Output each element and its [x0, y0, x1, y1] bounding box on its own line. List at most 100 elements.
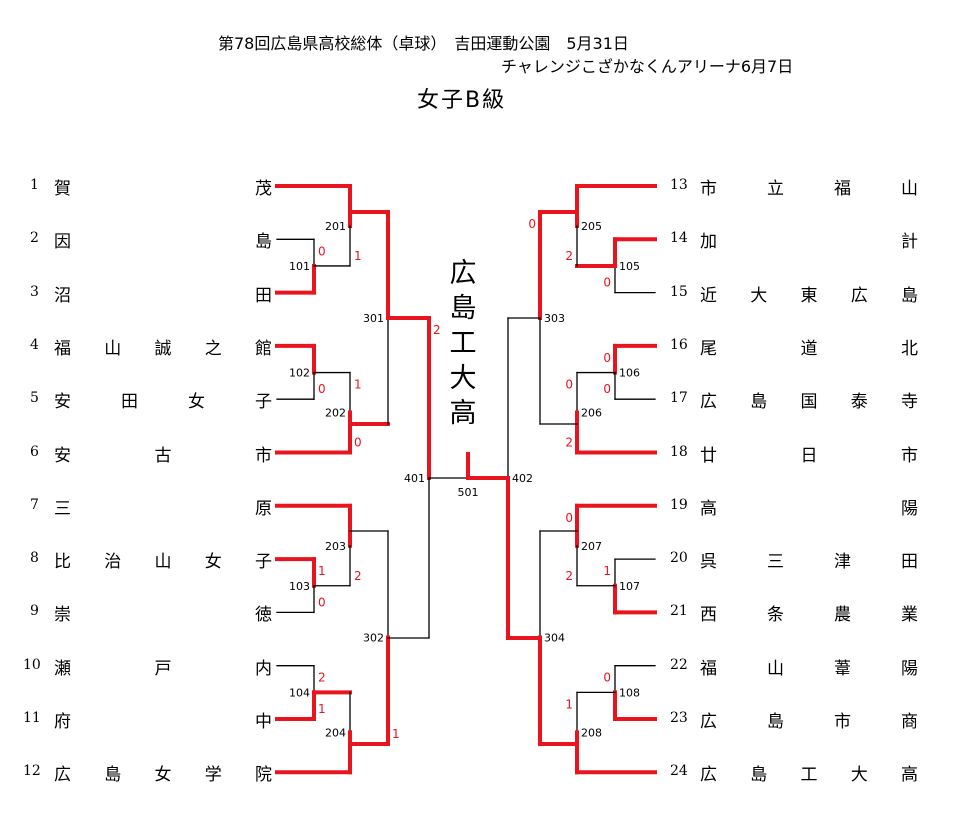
seed-number: 21: [670, 603, 688, 620]
team-name: 安古市: [54, 445, 272, 466]
seed-number: 24: [670, 763, 688, 780]
champion-label: 広島工大高: [449, 258, 477, 429]
team-name: 広島女学院: [54, 765, 272, 786]
match-number-301: 301: [363, 312, 384, 325]
team-name: 高陽: [700, 498, 918, 519]
match-number-304: 304: [544, 632, 565, 645]
team-name: 三原: [54, 498, 272, 519]
seed-number: 11: [23, 710, 41, 726]
match-number-208: 208: [581, 726, 602, 739]
seed-number: 18: [670, 443, 688, 460]
seed-number: 20: [670, 550, 688, 567]
match-number-203: 203: [325, 540, 346, 553]
match-number-207: 207: [581, 540, 602, 553]
match-number-501: 501: [458, 486, 479, 499]
seed-number: 16: [670, 336, 688, 353]
score-bottom-206: 2: [565, 436, 573, 450]
seed-number: 8: [30, 550, 39, 567]
score-top-202: 1: [354, 378, 362, 392]
score-bottom-202: 0: [354, 436, 362, 450]
team-name: 西条農業: [700, 605, 918, 626]
score-top-104: 2: [318, 671, 326, 685]
score-top-108: 0: [603, 671, 611, 685]
match-number-302: 302: [363, 632, 384, 645]
match-number-104: 104: [289, 686, 310, 699]
score-bottom-302: 1: [392, 727, 400, 741]
team-name: 瀬戸内: [54, 658, 272, 679]
seed-number: 14: [670, 230, 688, 247]
seed-number: 7: [30, 496, 39, 513]
team-name: 府中: [54, 712, 272, 732]
match-number-205: 205: [581, 220, 602, 233]
match-number-101: 101: [289, 260, 310, 273]
team-name: 福山誠之館: [54, 338, 272, 359]
seed-number: 22: [670, 656, 688, 673]
score-bottom-103: 0: [318, 595, 326, 609]
score-top-303: 0: [528, 217, 536, 231]
match-number-201: 201: [325, 220, 346, 233]
match-number-107: 107: [619, 580, 640, 593]
match-number-303: 303: [544, 312, 565, 325]
team-name: 比治山女子: [54, 552, 272, 573]
score-top-103: 1: [318, 564, 326, 578]
score-top-101: 0: [318, 244, 326, 258]
score-bottom-106: 0: [603, 382, 611, 396]
match-number-402: 402: [512, 472, 533, 485]
seed-number: 4: [30, 336, 39, 353]
team-name: 市立福山: [700, 179, 918, 199]
match-number-103: 103: [289, 580, 310, 593]
match-number-108: 108: [619, 686, 640, 699]
score-top-106: 0: [603, 351, 611, 365]
team-name: 賀茂: [54, 179, 272, 199]
score-top-206: 0: [565, 378, 573, 392]
team-name: 広島市商: [700, 712, 918, 732]
team-name: 広島工大高: [700, 765, 918, 786]
score-bottom-205: 2: [565, 249, 573, 263]
seed-number: 19: [670, 496, 688, 513]
team-name: 広島国泰寺: [700, 392, 918, 413]
match-number-106: 106: [619, 367, 640, 380]
seed-number: 1: [30, 177, 39, 193]
tournament-title: 第78回広島県高校総体（卓球） 吉田運動公園 5月31日: [218, 34, 629, 53]
tournament-venue: チャレンジこざかなくんアリーナ6月7日: [501, 57, 794, 76]
seed-number: 2: [30, 230, 39, 247]
seed-number: 12: [23, 763, 41, 780]
team-name: 沼田: [54, 285, 272, 306]
team-name: 安田女子: [54, 392, 272, 413]
score-bottom-203: 2: [354, 569, 362, 583]
team-name: 呉三津田: [700, 552, 918, 573]
team-name: 尾道北: [700, 338, 918, 359]
score-bottom-105: 0: [603, 276, 611, 290]
seed-number: 15: [670, 283, 688, 300]
seed-number: 13: [670, 177, 688, 193]
score-bottom-207: 2: [565, 569, 573, 583]
match-number-202: 202: [325, 407, 346, 420]
team-name: 崇徳: [54, 605, 272, 626]
match-number-105: 105: [619, 260, 640, 273]
score-top-207: 0: [565, 511, 573, 525]
score-top-208: 1: [565, 697, 573, 711]
score-bottom-201: 1: [354, 249, 362, 263]
seed-number: 9: [30, 603, 39, 620]
match-number-102: 102: [289, 367, 310, 380]
division-title: 女子B級: [417, 88, 507, 113]
match-number-206: 206: [581, 407, 602, 420]
seed-number: 17: [670, 390, 688, 407]
score-top-401: 2: [433, 323, 441, 337]
team-name: 加計: [700, 232, 918, 253]
score-bottom-102: 0: [318, 382, 326, 396]
seed-number: 23: [670, 710, 688, 726]
seed-number: 5: [30, 390, 39, 407]
score-top-107: 1: [603, 564, 611, 578]
seed-number: 10: [23, 656, 41, 673]
score-bottom-104: 1: [318, 702, 326, 716]
seed-number: 6: [30, 443, 39, 460]
team-name: 近大東広島: [700, 285, 918, 306]
match-number-204: 204: [325, 726, 346, 739]
team-name: 福山葦陽: [700, 658, 918, 679]
team-name: 廿日市: [700, 445, 918, 466]
team-name: 因島: [54, 232, 272, 253]
match-number-401: 401: [404, 472, 425, 485]
seed-number: 3: [30, 283, 39, 300]
